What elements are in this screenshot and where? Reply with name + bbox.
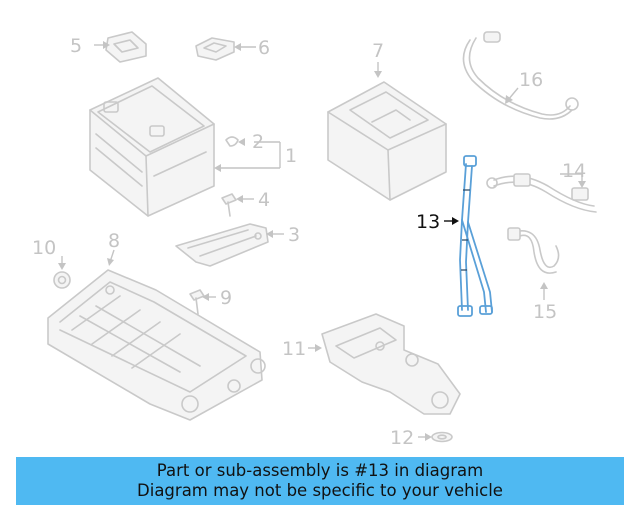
- part-2-clip: [225, 136, 239, 147]
- callout-8: 8: [108, 230, 120, 252]
- leader-lines: [58, 41, 586, 441]
- parts-diagram: 1 2 3 4 5 6 7 8 9 10 11 12 13 14 15 16: [32, 31, 597, 449]
- part-3-bracket: [175, 223, 269, 267]
- part-1-battery: [89, 77, 215, 217]
- info-banner: Part or sub-assembly is #13 in diagram D…: [16, 457, 624, 505]
- callout-7: 7: [372, 40, 384, 62]
- part-4-bolt: [221, 193, 237, 217]
- callout-12: 12: [390, 427, 414, 449]
- part-8-carrier: [47, 269, 266, 421]
- callout-2: 2: [252, 131, 264, 153]
- callout-16: 16: [519, 69, 543, 91]
- callout-6: 6: [258, 37, 270, 59]
- banner-line-disclaimer: Diagram may not be specific to your vehi…: [137, 481, 503, 500]
- banner-line-part-number: Part or sub-assembly is #13 in diagram: [156, 461, 484, 480]
- callout-11: 11: [282, 338, 306, 360]
- callout-4: 4: [258, 189, 270, 211]
- part-13-battery-cable-highlighted: [457, 155, 493, 317]
- callout-15: 15: [533, 301, 557, 323]
- part-10-nut: [53, 271, 71, 289]
- part-11-lower-tray: [321, 313, 461, 415]
- part-5-terminal-cover: [105, 31, 147, 63]
- callout-13-highlighted: 13: [416, 211, 440, 233]
- part-7-battery-box: [327, 81, 447, 201]
- callout-14: 14: [562, 160, 586, 182]
- callout-9: 9: [220, 287, 232, 309]
- callout-1: 1: [285, 145, 297, 167]
- callout-10: 10: [32, 237, 56, 259]
- callout-3: 3: [288, 224, 300, 246]
- part-6-terminal-cap: [195, 37, 235, 61]
- part-14-cable: [486, 173, 597, 213]
- part-9-bolt: [189, 289, 205, 315]
- callout-5: 5: [70, 35, 82, 57]
- part-12-washer: [431, 431, 453, 443]
- part-15-cable: [507, 227, 560, 274]
